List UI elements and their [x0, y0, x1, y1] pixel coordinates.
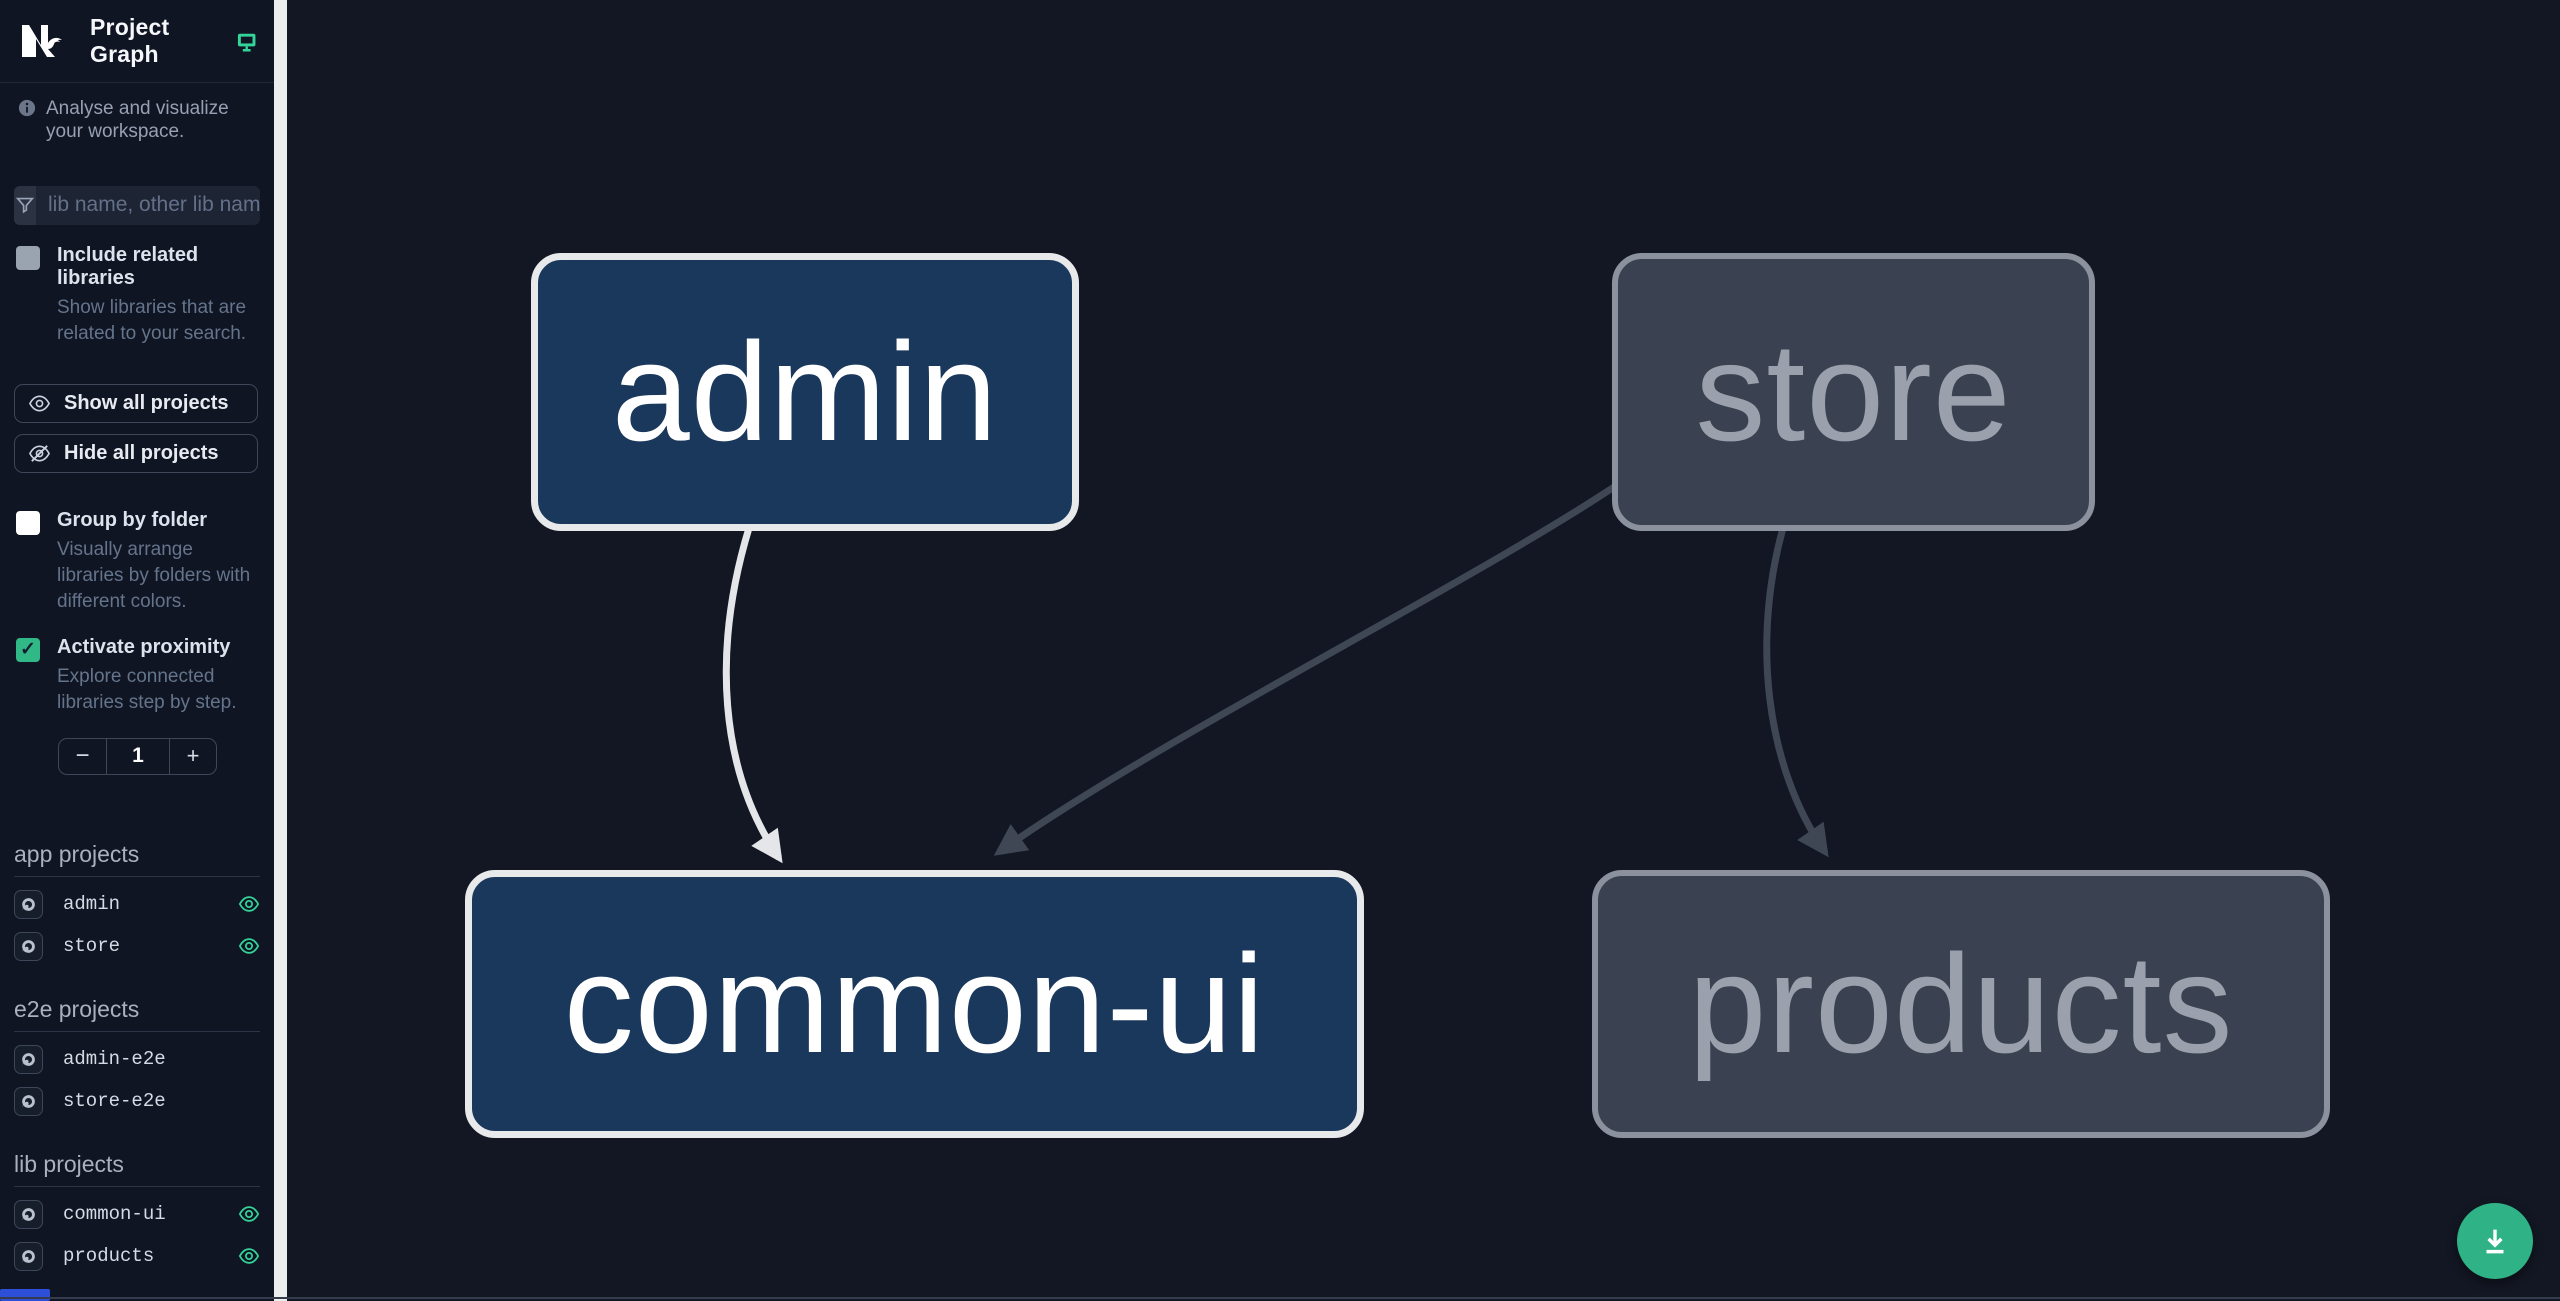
- focus-project-icon: [22, 939, 35, 953]
- eye-icon: [28, 395, 51, 412]
- activate-proximity-checkbox[interactable]: ✓: [16, 637, 40, 662]
- graph-edges: [722, 482, 1829, 864]
- filter-box: [14, 185, 260, 225]
- edge-admin-to-common-ui: [722, 526, 783, 864]
- page-title: Project Graph: [90, 14, 170, 67]
- sidebar-header: Project Graph: [0, 0, 274, 83]
- node-label: products: [1688, 925, 2234, 1082]
- focus-project-button[interactable]: [14, 1086, 43, 1116]
- section-title: e2e projects: [14, 996, 260, 1032]
- increment-button[interactable]: +: [169, 738, 216, 774]
- project-name[interactable]: store-e2e: [63, 1090, 166, 1113]
- sidebar-resizer[interactable]: [274, 0, 287, 1301]
- activate-proximity-description: Explore connected libraries step by step…: [57, 665, 237, 713]
- list-item: admin: [14, 889, 260, 919]
- include-related-checkbox-row: Include related libraries Show libraries…: [0, 225, 274, 347]
- horizontal-scrollbar-thumb[interactable]: [0, 1289, 50, 1301]
- focus-project-button[interactable]: [14, 1044, 43, 1074]
- node-label: admin: [611, 313, 999, 470]
- graph-node-store[interactable]: store: [1612, 253, 2095, 531]
- section-lib-projects: lib projects common-ui products: [0, 1151, 274, 1271]
- include-related-checkbox[interactable]: [16, 245, 40, 270]
- funnel-icon: [14, 185, 36, 225]
- eye-off-icon: [28, 444, 51, 462]
- graph-node-products[interactable]: products: [1592, 870, 2330, 1138]
- proximity-depth-stepper: − 1 +: [58, 737, 217, 775]
- proximity-depth-value: 1: [132, 744, 144, 768]
- graph-node-common-ui[interactable]: common-ui: [465, 870, 1364, 1138]
- decrement-button[interactable]: −: [59, 738, 107, 774]
- list-item: common-ui: [14, 1199, 260, 1229]
- section-e2e-projects: e2e projects admin-e2e store-e2e: [0, 996, 274, 1116]
- nx-logo: [22, 25, 62, 57]
- focus-project-icon: [22, 897, 35, 911]
- project-name[interactable]: common-ui: [63, 1203, 166, 1226]
- list-item: products: [14, 1241, 260, 1271]
- include-related-description: Show libraries that are related to your …: [57, 296, 247, 344]
- list-item: store-e2e: [14, 1086, 260, 1116]
- visibility-eye-icon[interactable]: [238, 1245, 260, 1267]
- edge-store-to-products: [1763, 527, 1829, 858]
- show-all-projects-button[interactable]: Show all projects: [14, 383, 258, 423]
- focus-project-button[interactable]: [14, 1241, 43, 1271]
- info-icon: [18, 99, 36, 117]
- group-by-folder-label: Group by folder: [57, 508, 207, 531]
- focus-project-icon: [22, 1052, 35, 1066]
- group-by-folder-description: Visually arrange libraries by folders wi…: [57, 538, 251, 612]
- focus-project-icon: [22, 1249, 35, 1263]
- focus-project-icon: [22, 1094, 35, 1108]
- edge-store-to-common-ui: [993, 482, 1619, 856]
- tagline-text: Analyse and visualize your workspace.: [46, 98, 229, 142]
- hide-all-projects-label: Hide all projects: [64, 441, 219, 464]
- include-related-label: Include related libraries: [57, 243, 199, 289]
- focus-project-button[interactable]: [14, 1199, 43, 1229]
- list-item: store: [14, 931, 260, 961]
- hide-all-projects-button[interactable]: Hide all projects: [14, 433, 258, 473]
- project-name[interactable]: admin: [63, 893, 121, 916]
- monitor-icon[interactable]: [235, 29, 258, 54]
- workspace-tagline: Analyse and visualize your workspace.: [0, 83, 274, 158]
- node-label: store: [1695, 313, 2012, 470]
- node-label: common-ui: [563, 925, 1266, 1082]
- project-name[interactable]: store: [63, 935, 121, 958]
- sidebar: Project Graph Analyse and visualize your…: [0, 0, 274, 1301]
- visibility-eye-icon[interactable]: [238, 893, 260, 915]
- project-name[interactable]: admin-e2e: [63, 1048, 166, 1071]
- activate-proximity-checkbox-row: ✓ Activate proximity Explore connected l…: [0, 615, 274, 716]
- show-all-projects-label: Show all projects: [64, 391, 229, 414]
- graph-node-admin[interactable]: admin: [531, 253, 1079, 531]
- project-name[interactable]: products: [63, 1245, 155, 1268]
- focus-project-button[interactable]: [14, 931, 43, 961]
- focus-project-icon: [22, 1207, 35, 1221]
- section-title: app projects: [14, 841, 260, 877]
- group-by-folder-checkbox-row: Group by folder Visually arrange librari…: [0, 473, 274, 615]
- list-item: admin-e2e: [14, 1044, 260, 1074]
- section-title: lib projects: [14, 1151, 260, 1187]
- project-graph-canvas[interactable]: admin store common-ui products: [287, 0, 2560, 1301]
- section-app-projects: app projects admin store: [0, 841, 274, 961]
- visibility-eye-icon[interactable]: [238, 1203, 260, 1225]
- focus-project-button[interactable]: [14, 889, 43, 919]
- download-icon: [2486, 1229, 2504, 1254]
- search-input[interactable]: [36, 185, 260, 225]
- activate-proximity-label: Activate proximity: [57, 635, 231, 658]
- download-graph-button[interactable]: [2457, 1203, 2533, 1279]
- group-by-folder-checkbox[interactable]: [16, 510, 40, 535]
- visibility-eye-icon[interactable]: [238, 935, 260, 957]
